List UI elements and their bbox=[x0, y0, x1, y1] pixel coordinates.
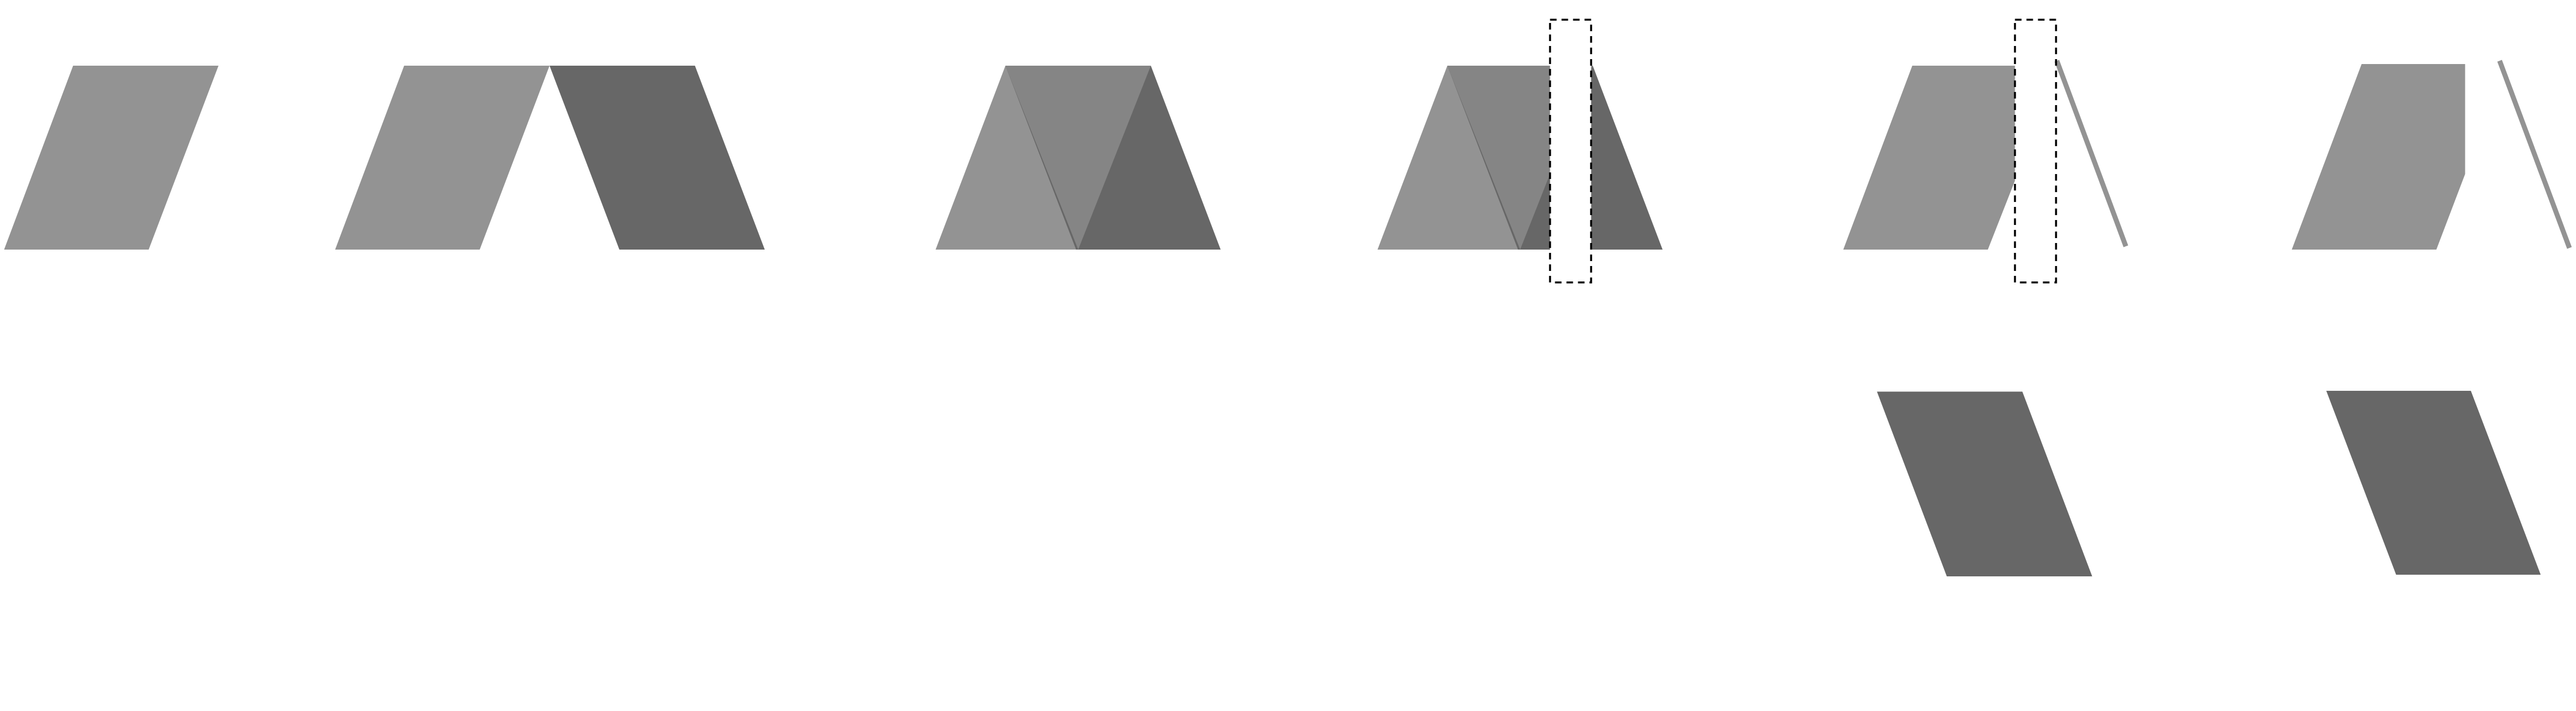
step-1 bbox=[4, 66, 219, 250]
light-parallelogram bbox=[335, 66, 550, 250]
dark-parallelogram bbox=[2326, 391, 2541, 575]
cut-strip bbox=[1550, 20, 1591, 282]
step-4 bbox=[1377, 19, 1663, 284]
step-6 bbox=[2292, 60, 2572, 575]
cut-marker-dashed-box bbox=[2014, 19, 2057, 284]
cut-marker-dashed-box bbox=[1549, 19, 1592, 284]
overlap-region bbox=[1005, 66, 1151, 250]
step-5 bbox=[1843, 19, 2129, 576]
light-parallelogram bbox=[2292, 64, 2465, 250]
dark-parallelogram bbox=[1877, 391, 2092, 576]
light-parallelogram bbox=[4, 66, 219, 250]
dark-parallelogram bbox=[549, 66, 765, 250]
cut-strip bbox=[2497, 60, 2572, 249]
cut-strip bbox=[2054, 60, 2129, 247]
step-3 bbox=[935, 66, 1221, 250]
light-parallelogram bbox=[1843, 66, 2015, 250]
step-2 bbox=[335, 66, 765, 250]
